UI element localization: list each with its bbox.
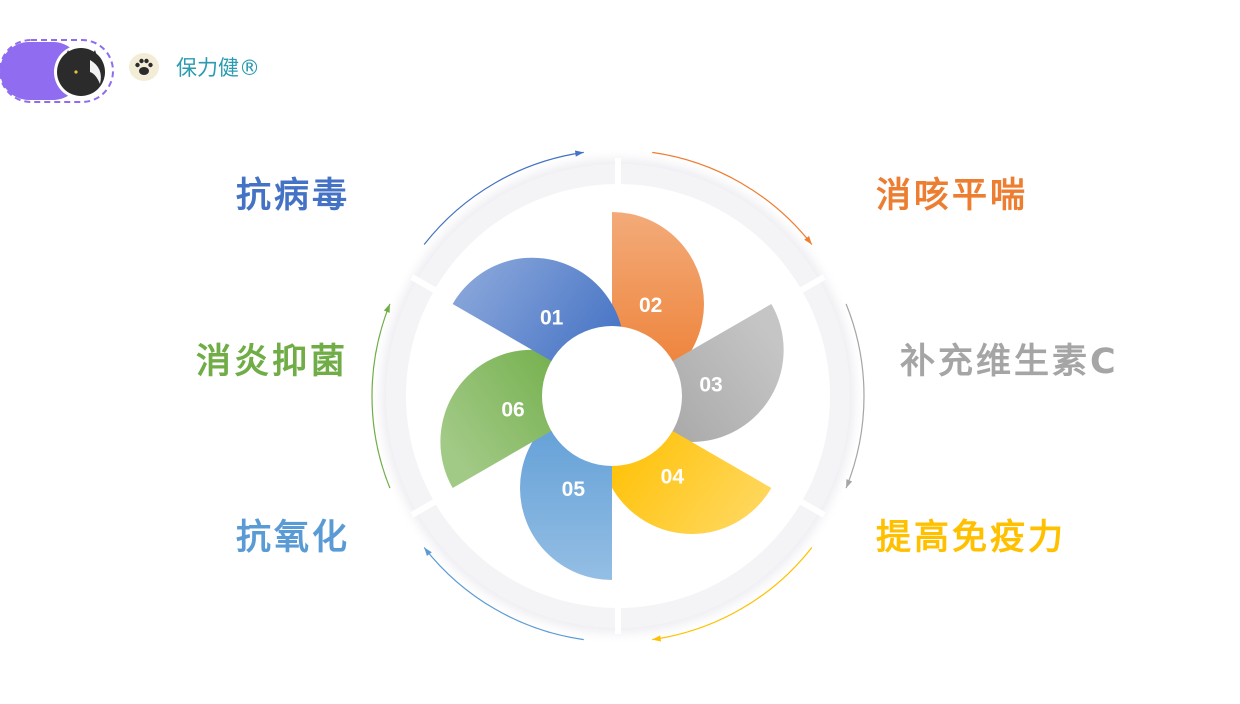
petal-numbers: 02 03 04 05 06 01 xyxy=(501,294,722,501)
feature-label-03: 补充维生素C xyxy=(900,342,1119,382)
brand-name: 保力健® xyxy=(176,56,260,80)
feature-label-04: 提高免疫力 xyxy=(876,518,1067,558)
arrow-arc-02 xyxy=(652,151,813,245)
divider-06 xyxy=(410,498,438,518)
arrow-arc-05 xyxy=(423,547,584,641)
petal-number-06: 06 xyxy=(501,399,524,422)
arrow-arc-04 xyxy=(652,547,813,641)
petal-number-02: 02 xyxy=(639,294,662,317)
wheel-dividers xyxy=(410,158,826,634)
header-banner xyxy=(0,39,114,103)
cat-logo xyxy=(54,45,108,99)
arrow-arc-01 xyxy=(423,151,584,245)
divider-03 xyxy=(798,274,826,294)
arrow-arc-03 xyxy=(845,303,865,489)
arrow-arc-06 xyxy=(371,303,391,489)
petal-number-05: 05 xyxy=(562,478,586,501)
wheel-center xyxy=(542,326,682,466)
arrow-head-03 xyxy=(846,479,853,489)
petal-number-01: 01 xyxy=(540,307,564,330)
divider-01 xyxy=(410,274,438,294)
feature-label-02: 消咳平喘 xyxy=(876,176,1029,216)
arrow-head-01 xyxy=(574,150,584,157)
feature-label-05: 抗氧化 xyxy=(236,518,351,558)
arrow-head-02 xyxy=(804,235,812,245)
petal-number-03: 03 xyxy=(699,373,722,396)
wheel-arrows xyxy=(371,150,865,642)
feature-label-01: 抗病毒 xyxy=(236,176,351,216)
arrow-head-06 xyxy=(383,303,390,313)
paw-icon xyxy=(129,53,159,81)
petal-number-04: 04 xyxy=(661,465,685,488)
feature-label-06: 消炎抑菌 xyxy=(196,342,349,382)
banner-dashed-outline xyxy=(0,39,114,103)
divider-04 xyxy=(798,498,826,518)
arrow-head-05 xyxy=(424,547,432,557)
arrow-head-04 xyxy=(652,635,662,642)
